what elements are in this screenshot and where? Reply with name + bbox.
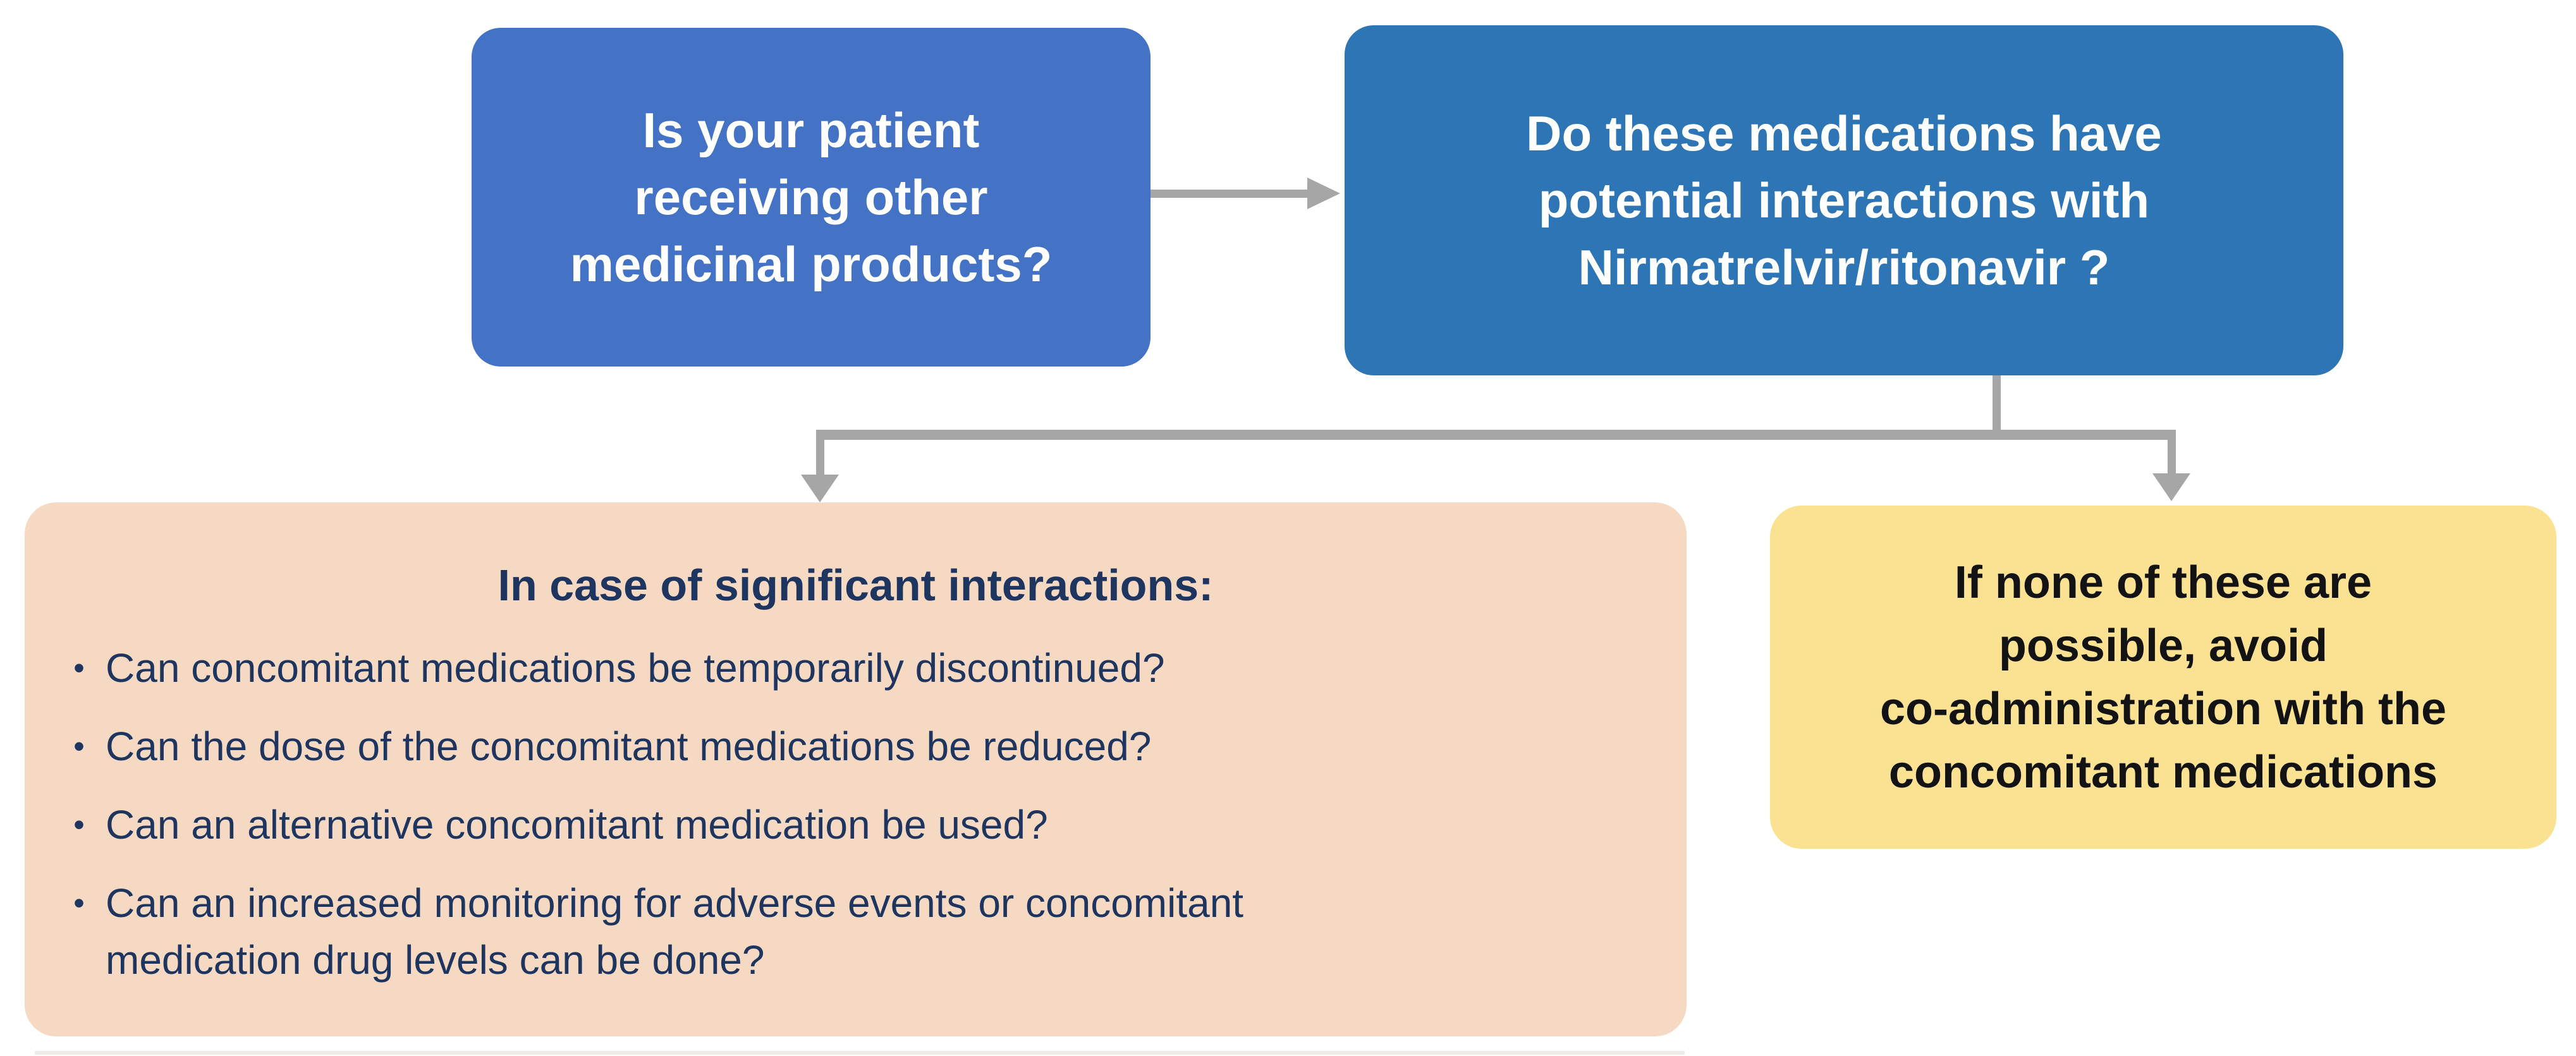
node-question-potential-interactions-text: Do these medications have potential inte… [1526,100,2162,301]
text-line: co-administration with the [1879,683,2447,734]
connector-drop-to-interactions [816,437,824,476]
node-question-other-products-text: Is your patient receiving other medicina… [570,97,1053,298]
text-line: Do these medications have [1526,106,2162,161]
node-question-potential-interactions: Do these medications have potential inte… [1345,25,2343,375]
node-question-other-products: Is your patient receiving other medicina… [472,28,1151,367]
text-line: Can an increased monitoring for adverse … [106,880,1244,926]
list-item: • Can the dose of the concomitant medica… [25,718,1687,775]
text-line: Nirmatrelvir/ritonavir ? [1578,240,2110,295]
bullet-text: Can the dose of the concomitant medicati… [106,718,1151,775]
connector-drop-to-avoid [2168,437,2176,475]
interactions-bullet-list: • Can concomitant medications be tempora… [25,640,1687,988]
arrow-down-icon [2152,473,2190,501]
text-line: Can an alternative concomitant medicatio… [106,802,1048,847]
text-line: concomitant medications [1888,746,2438,798]
connector-box2-down [1993,375,2001,435]
bullet-text: Can an increased monitoring for adverse … [106,875,1243,988]
list-item: • Can concomitant medications be tempora… [25,640,1687,696]
node-avoid-coadministration-text: If none of these are possible, avoid co-… [1880,551,2446,804]
bullet-text: Can concomitant medications be temporari… [106,640,1165,696]
text-line: Is your patient [642,102,980,158]
node-significant-interactions: In case of significant interactions: • C… [25,502,1687,1036]
text-line: If none of these are [1954,557,2372,608]
arrow-right-icon [1307,178,1340,209]
bullet-text: Can an alternative concomitant medicatio… [106,796,1048,853]
text-line: receiving other [634,169,988,225]
text-line: possible, avoid [1998,620,2328,671]
text-line: Can the dose of the concomitant medicati… [106,724,1152,769]
text-line: potential interactions with [1538,173,2150,228]
list-item: • Can an alternative concomitant medicat… [25,796,1687,853]
bullet-dot-icon: • [73,729,85,764]
bullet-dot-icon: • [73,650,85,686]
bullet-dot-icon: • [73,885,85,921]
connector-box1-to-box2-shaft [1151,190,1310,198]
node-avoid-coadministration: If none of these are possible, avoid co-… [1770,506,2556,849]
text-line: medicinal products? [570,236,1053,292]
list-item: • Can an increased monitoring for advers… [25,875,1687,988]
text-line: Can concomitant medications be temporari… [106,645,1165,691]
bullet-dot-icon: • [73,807,85,842]
cropped-element-edge [35,1051,1685,1055]
interactions-title: In case of significant interactions: [497,561,1214,610]
text-line: medication drug levels can be done? [106,937,765,983]
arrow-down-icon [801,475,839,502]
connector-horizontal-rail [816,430,2176,440]
